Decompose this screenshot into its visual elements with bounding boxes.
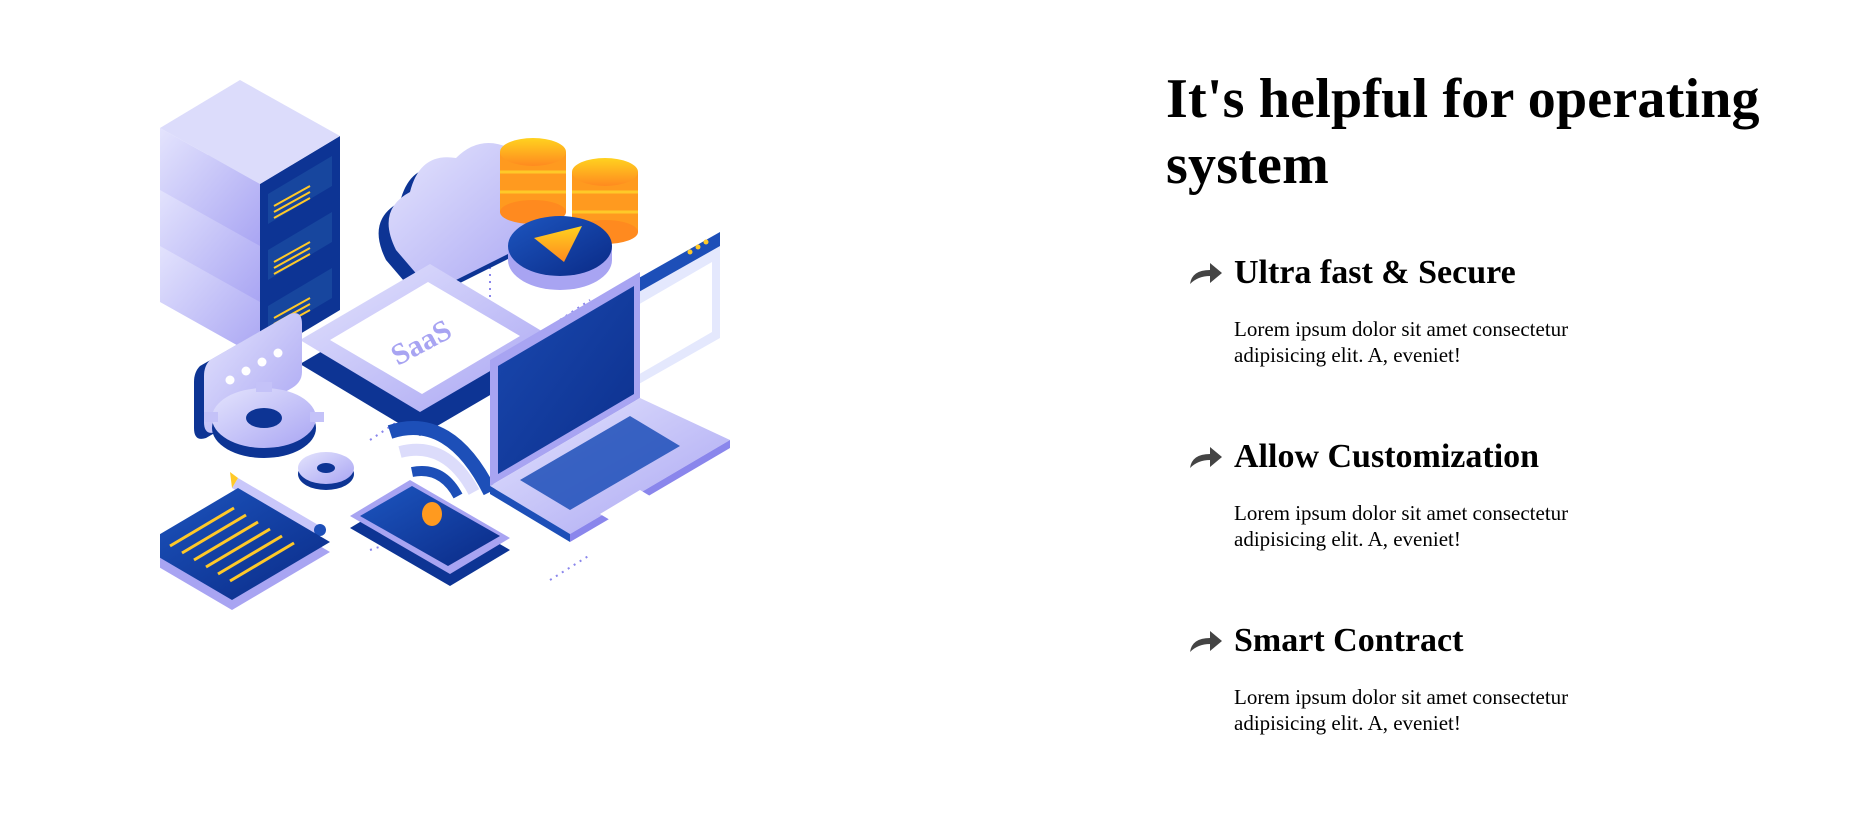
share-arrow-icon	[1190, 263, 1222, 284]
feature-title: Ultra fast & Secure	[1234, 254, 1516, 291]
feature-description: Lorem ipsum dolor sit amet consectetur a…	[1234, 685, 1569, 735]
play-disc-icon	[508, 216, 612, 290]
feature-description: Lorem ipsum dolor sit amet consectetur a…	[1234, 317, 1569, 367]
feature-item-allow-customization: Allow Customization Lorem ipsum dolor si…	[1188, 436, 1826, 552]
feature-title: Smart Contract	[1234, 622, 1464, 659]
gear-icon	[204, 382, 324, 458]
small-gear-icon	[298, 452, 354, 490]
features-section: It's helpful for operating system Ultra …	[1166, 66, 1826, 804]
feature-item-ultra-fast-secure: Ultra fast & Secure Lorem ipsum dolor si…	[1188, 252, 1826, 368]
laptop-icon	[490, 272, 730, 542]
feature-title: Allow Customization	[1234, 438, 1540, 475]
phone-wifi-icon	[350, 421, 510, 586]
feature-item-smart-contract: Smart Contract Lorem ipsum dolor sit ame…	[1188, 620, 1826, 736]
server-rack-icon	[160, 80, 340, 358]
pencil-icon	[230, 472, 326, 536]
notebook-icon	[160, 488, 330, 610]
share-arrow-icon	[1190, 447, 1222, 468]
saas-chip-icon: SaaS	[300, 264, 550, 436]
feature-list: Ultra fast & Secure Lorem ipsum dolor si…	[1166, 252, 1826, 736]
feature-description: Lorem ipsum dolor sit amet consectetur a…	[1234, 501, 1569, 551]
section-heading: It's helpful for operating system	[1166, 68, 1760, 196]
share-arrow-icon	[1190, 631, 1222, 652]
saas-illustration: SaaS	[160, 60, 900, 720]
